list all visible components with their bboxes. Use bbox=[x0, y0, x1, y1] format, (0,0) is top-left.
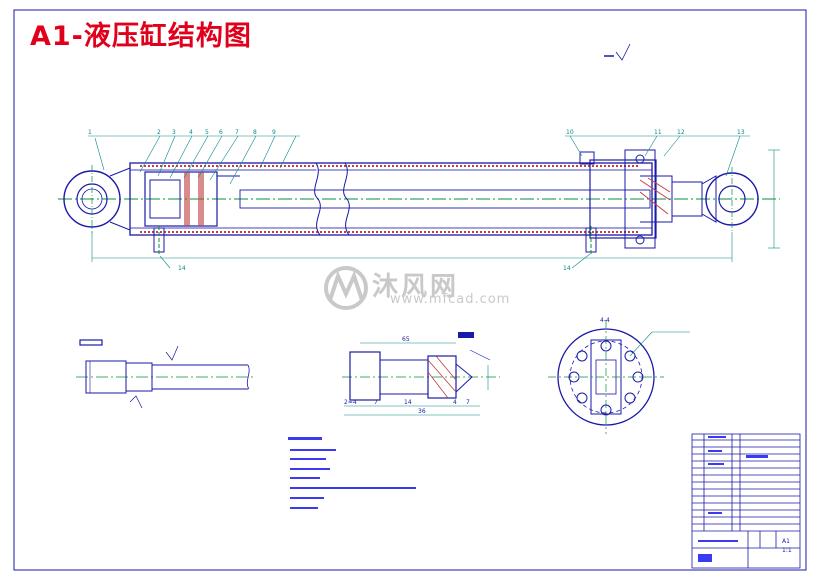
detail-dim-top: 65 bbox=[402, 336, 410, 343]
oil-port-right bbox=[579, 151, 597, 256]
leader-lines bbox=[88, 135, 750, 185]
part-label-5: 5 bbox=[205, 129, 209, 136]
right-vertical-dim bbox=[768, 149, 780, 249]
surface-symbol bbox=[604, 43, 631, 61]
part-label-10: 10 bbox=[566, 129, 574, 136]
part-label-4: 4 bbox=[189, 129, 193, 136]
break-line-right bbox=[343, 162, 350, 236]
right-clevis bbox=[701, 167, 759, 231]
piston-rod bbox=[239, 189, 651, 209]
section-label: 4-4 bbox=[600, 317, 610, 324]
dim-lower-right: 14 bbox=[563, 265, 571, 272]
part-label-7: 7 bbox=[235, 129, 239, 136]
piston bbox=[144, 171, 240, 227]
detail-dim-1: 2=4 bbox=[344, 399, 357, 406]
detail-dim-3: 14 bbox=[404, 399, 412, 406]
part-label-2: 2 bbox=[157, 129, 161, 136]
break-line-left bbox=[314, 162, 321, 236]
part-label-3: 3 bbox=[172, 129, 176, 136]
technical-notes bbox=[288, 437, 416, 509]
rod-detail bbox=[76, 339, 256, 409]
drawing-title: A1-液压缸结构图 bbox=[30, 21, 252, 52]
part-label-9: 9 bbox=[272, 129, 276, 136]
watermark-url: www.mfcad.com bbox=[390, 292, 511, 307]
title-block-entries bbox=[698, 436, 768, 562]
bolt-detail bbox=[342, 332, 500, 416]
right-end-cap bbox=[589, 149, 703, 249]
part-label-13: 13 bbox=[737, 129, 745, 136]
dim-lower-left: 14 bbox=[178, 265, 186, 272]
detail-dim-total: 36 bbox=[418, 408, 426, 415]
part-label-8: 8 bbox=[253, 129, 257, 136]
cylinder-tube bbox=[129, 162, 653, 236]
detail-dim-2: 7 bbox=[374, 399, 378, 406]
part-label-6: 6 bbox=[219, 129, 223, 136]
overall-dimension bbox=[91, 232, 733, 269]
sheet-border bbox=[13, 9, 807, 571]
oil-port-left bbox=[153, 226, 165, 256]
drawing-scale: 1:1 bbox=[782, 547, 792, 554]
detail-dim-4: 4 bbox=[453, 399, 457, 406]
part-label-11: 11 bbox=[654, 129, 662, 136]
watermark-text: 沐风网 bbox=[372, 272, 460, 302]
part-label-1: 1 bbox=[88, 129, 92, 136]
sheet-size: A1 bbox=[782, 538, 790, 545]
detail-dim-5: 7 bbox=[466, 399, 470, 406]
section-view bbox=[548, 320, 690, 434]
part-label-12: 12 bbox=[677, 129, 685, 136]
title-block bbox=[691, 433, 801, 569]
